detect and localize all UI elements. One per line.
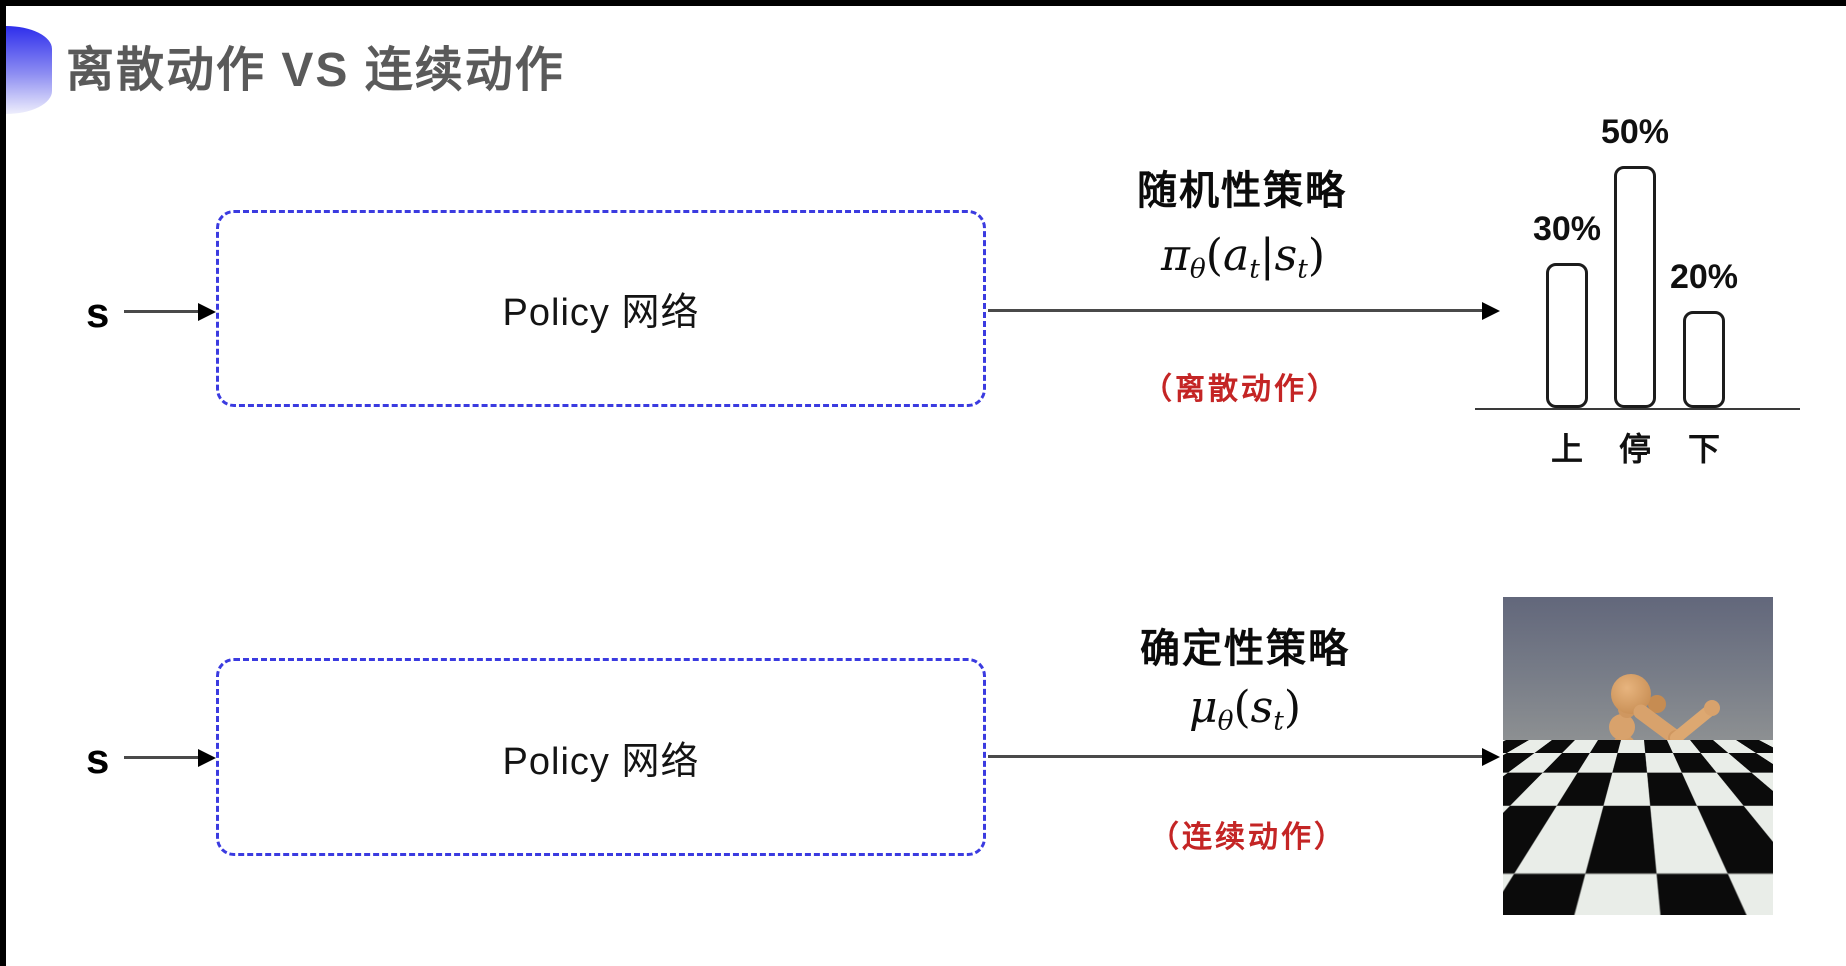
bar-category-label: 上 xyxy=(1550,431,1583,467)
humanoid-simulation-image xyxy=(1503,597,1773,915)
formula-segment: s xyxy=(1250,682,1274,733)
policy-network-label-top: Policy 网络 xyxy=(502,292,700,334)
state-input-label-bottom: s xyxy=(86,735,110,782)
bar-value-label: 20% xyxy=(1669,258,1739,296)
humanoid-robot-figure xyxy=(1546,674,1720,910)
bar-下 xyxy=(1683,311,1725,408)
stochastic-policy-formula: πθ(at|st) xyxy=(1043,230,1443,284)
policy-network-box-top: Policy 网络 xyxy=(216,210,986,407)
bar-value-label: 30% xyxy=(1532,210,1602,248)
bar-停 xyxy=(1614,166,1656,408)
formula-segment: ( xyxy=(1205,230,1223,281)
page-title: 离散动作 VS 连续动作 xyxy=(66,44,565,97)
formula-segment: s xyxy=(1274,230,1298,281)
state-input-label-top: s xyxy=(86,289,110,336)
formula-segment: ) xyxy=(1307,230,1326,281)
formula-segment: μ xyxy=(1188,682,1218,733)
formula-segment: ) xyxy=(1283,682,1302,733)
bar-value-label: 50% xyxy=(1600,113,1670,151)
output-arrow-bottom xyxy=(988,747,1500,766)
bar-category-label: 停 xyxy=(1618,431,1651,467)
stochastic-policy-caption: 随机性策略 xyxy=(1137,169,1347,213)
formula-segment: t xyxy=(1297,253,1308,285)
policy-network-label-bottom: Policy 网络 xyxy=(502,740,700,783)
frame-left-bar xyxy=(0,0,6,966)
deterministic-policy-caption: 确定性策略 xyxy=(1140,627,1350,671)
output-arrow-top xyxy=(988,301,1500,320)
title-accent-icon xyxy=(6,26,52,114)
formula-segment: θ xyxy=(1217,705,1234,737)
formula-segment: π xyxy=(1160,230,1190,281)
formula-segment: ( xyxy=(1233,682,1251,733)
formula-segment: θ xyxy=(1189,253,1206,285)
discrete-action-note: （离散动作） xyxy=(1142,373,1340,406)
input-arrow-bottom xyxy=(124,748,216,767)
bar-上 xyxy=(1546,263,1588,408)
formula-segment: | xyxy=(1259,230,1275,281)
formula-segment: t xyxy=(1249,253,1260,285)
input-arrow-top xyxy=(124,302,216,321)
deterministic-policy-formula: μθ(st) xyxy=(1045,682,1445,736)
policy-network-box-bottom: Policy 网络 xyxy=(216,658,986,856)
bar-chart: 30% 上 50% 停 20% 下 xyxy=(1475,96,1800,467)
chart-baseline xyxy=(1475,408,1800,410)
frame-top-bar xyxy=(0,0,1846,6)
continuous-action-note: （连续动作） xyxy=(1149,821,1347,854)
bar-category-label: 下 xyxy=(1687,431,1720,467)
formula-segment: t xyxy=(1273,705,1284,737)
formula-segment: a xyxy=(1222,230,1250,281)
